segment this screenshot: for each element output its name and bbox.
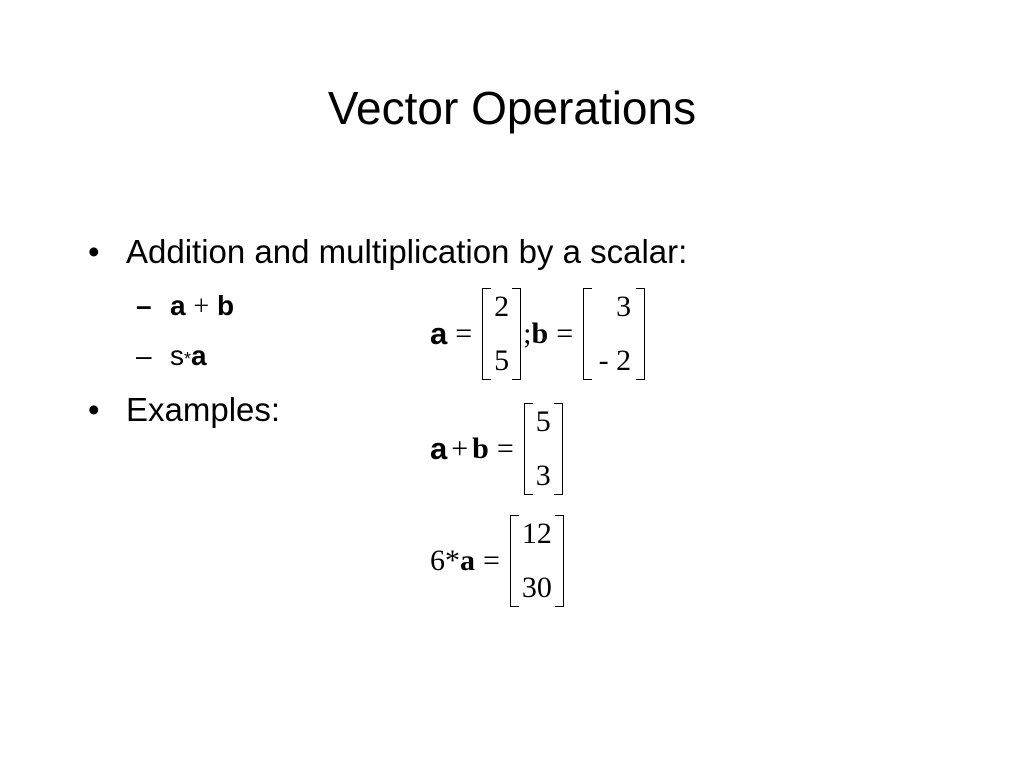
sub-bullet-marker: – (136, 290, 152, 321)
matrix-entry: 3 (535, 459, 551, 492)
times-operator: * (184, 349, 192, 369)
matrix-entry: 30 (521, 571, 552, 604)
times-operator: * (445, 544, 460, 577)
sub-bullet-scalar: –s*a (136, 336, 207, 379)
equation-sum: a + b = 5 3 (430, 403, 565, 495)
vector-a-symbol: a (191, 340, 207, 371)
separator: ; (523, 317, 532, 350)
matrix-entry: 5 (494, 344, 510, 377)
vector-a-symbol: a (460, 544, 475, 577)
vector-b-symbol: b (531, 317, 549, 350)
plus-operator: + (451, 432, 469, 465)
bullet-examples: • Examples: (88, 388, 280, 432)
vector-b-symbol: b (472, 432, 489, 465)
matrix-entry: - 2 (598, 344, 632, 377)
matrix-entry: 3 (616, 290, 632, 323)
plus-operator: + (193, 291, 210, 322)
equals-sign: = (496, 432, 514, 465)
equals-sign: = (556, 317, 574, 350)
matrix-entry: 5 (535, 405, 551, 438)
bullet-marker: • (88, 233, 100, 270)
sub-bullet-marker: – (136, 340, 152, 371)
equals-sign: = (455, 317, 473, 350)
vector-a-symbol: a (430, 316, 448, 351)
matrix-entry: 12 (521, 517, 552, 550)
bullet-addition: • Addition and multiplication by a scalar… (88, 230, 687, 274)
vector-a-symbol: a (430, 431, 448, 466)
scalar-symbol: s (170, 340, 184, 371)
sub-bullet-sum: –a + b (136, 286, 234, 327)
slide-title: Vector Operations (327, 82, 697, 134)
vector-b-symbol: b (216, 290, 235, 321)
scalar-value: 6 (430, 544, 445, 577)
vector-b-matrix: 3 - 2 (583, 288, 646, 380)
vector-a-matrix: 2 5 (482, 288, 522, 380)
bullet-text: Addition and multiplication by a scalar: (126, 233, 688, 270)
equation-scale: 6 * a = 12 30 (430, 515, 566, 607)
equals-sign: = (483, 544, 500, 577)
scaled-matrix: 12 30 (509, 515, 564, 607)
sum-matrix: 5 3 (523, 403, 563, 495)
vector-a-symbol: a (170, 290, 186, 321)
matrix-entry: 2 (494, 290, 510, 323)
bullet-marker: • (88, 391, 100, 428)
bullet-text: Examples: (126, 391, 281, 428)
equation-definitions: a = 2 5 ; b = 3 - 2 (430, 288, 647, 380)
